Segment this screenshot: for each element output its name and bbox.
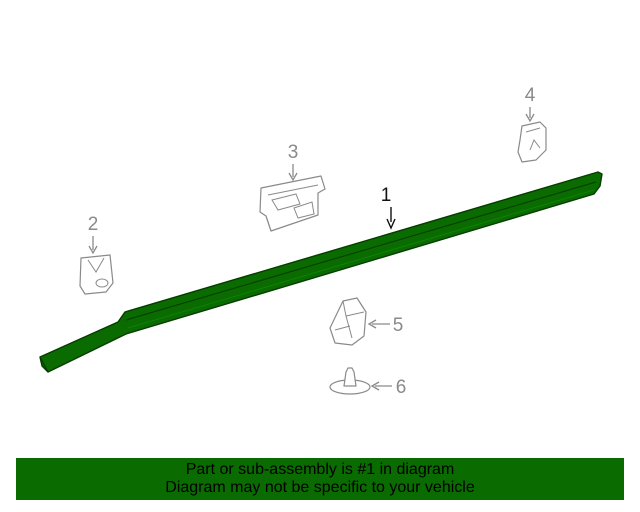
callout-2-label: 2 <box>88 214 99 235</box>
diagram-notice-banner: Part or sub-assembly is #1 in diagram Di… <box>16 458 624 500</box>
rocker-molding-part-1[interactable] <box>39 171 603 373</box>
callout-1: 1 <box>381 185 396 230</box>
clip-part-4[interactable] <box>517 121 547 163</box>
callout-4-label: 4 <box>525 85 536 106</box>
callout-1-label: 1 <box>381 185 392 206</box>
callout-6-label: 6 <box>396 377 407 398</box>
callout-5-label: 5 <box>393 315 404 336</box>
callout-3: 3 <box>288 142 299 182</box>
callout-5: 5 <box>367 315 404 336</box>
notice-line-2: Diagram may not be specific to your vehi… <box>165 479 475 496</box>
push-pin-part-6[interactable] <box>329 367 371 395</box>
nut-part-5[interactable] <box>329 297 367 346</box>
clip-part-2[interactable] <box>79 254 114 295</box>
callout-2: 2 <box>88 214 99 255</box>
callout-4: 4 <box>525 85 536 123</box>
callout-3-label: 3 <box>288 142 299 163</box>
notice-line-1: Part or sub-assembly is #1 in diagram <box>185 461 455 478</box>
callout-6: 6 <box>370 377 407 398</box>
retainer-part-3[interactable] <box>259 175 326 232</box>
